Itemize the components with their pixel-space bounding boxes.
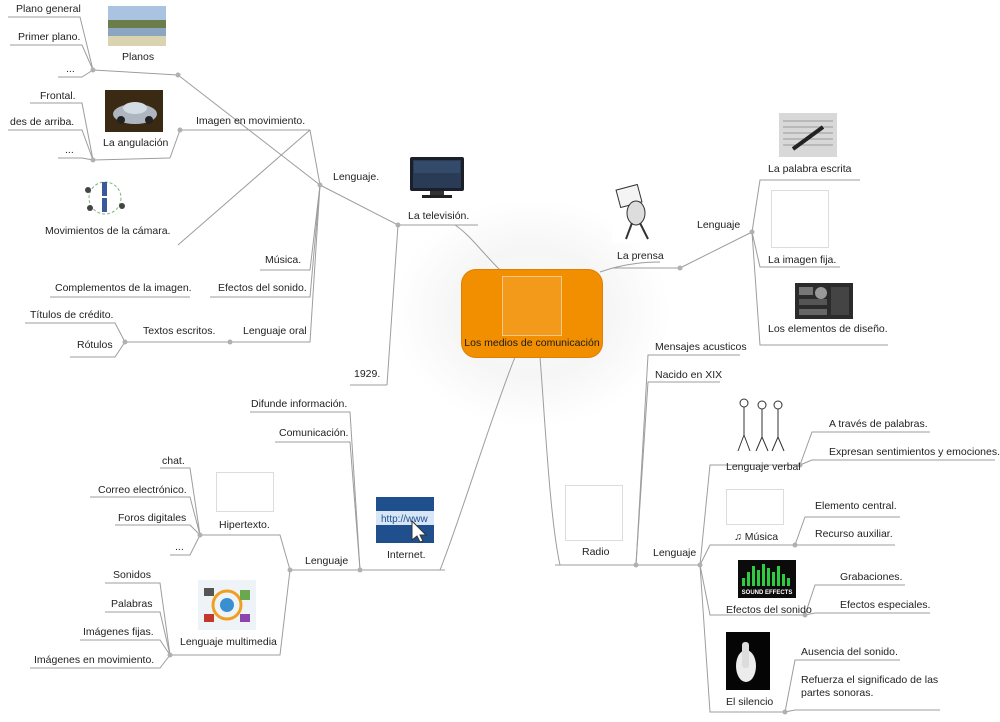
tv-lenguaje-label[interactable]: Lenguaje. [333,171,380,183]
imagenes-fijas-label[interactable]: Imágenes fijas. [83,626,154,638]
angulacion-label[interactable]: La angulación [103,137,169,149]
planos-image [108,6,166,46]
tv-musica-label[interactable]: Música. [265,254,302,266]
radio-musica-label[interactable]: ♫ Música [734,531,779,543]
musica-placeholder [726,489,784,525]
planos-more-label[interactable]: ... [66,63,75,75]
foros-label[interactable]: Foros digitales [118,512,187,524]
pen-writing-image [779,113,837,157]
efectos-especiales-label[interactable]: Efectos especiales. [840,599,931,611]
angulacion-image [105,90,163,132]
television-icon [408,155,466,199]
difunde-label[interactable]: Difunde información. [251,398,348,410]
ausencia-label[interactable]: Ausencia del sonido. [801,646,898,658]
tv-efectos-label[interactable]: Efectos del sonido. [218,282,307,294]
angulacion-more-label[interactable]: ... [65,144,74,156]
rotulos-label[interactable]: Rótulos [77,339,113,351]
recurso-auxiliar-label[interactable]: Recurso auxiliar. [815,528,893,540]
lenguaje-verbal-image [732,395,790,455]
year-label[interactable]: 1929. [354,368,381,380]
planos-label[interactable]: Planos [122,51,155,63]
newspaper-reader-icon [612,183,660,243]
textos-escritos-label[interactable]: Textos escritos. [143,325,216,337]
sonidos-label[interactable]: Sonidos [113,569,151,581]
television-label[interactable]: La televisión. [408,210,470,222]
hipertexto-label[interactable]: Hipertexto. [219,519,270,531]
hipertexto-placeholder [216,472,274,512]
prensa-label[interactable]: La prensa [617,250,664,262]
mensajes-label[interactable]: Mensajes acusticos [655,341,747,353]
design-elements-image [795,283,853,319]
imagen-fija-label[interactable]: La imagen fija. [768,254,837,266]
internet-lenguaje-label[interactable]: Lenguaje [305,555,349,567]
sound-effects-logo-text: SOUND EFFECTS [741,590,793,596]
lenguaje-verbal-label[interactable]: Lenguaje verbal [726,461,801,473]
titulos-credito-label[interactable]: Títulos de crédito. [30,309,114,321]
palabras-label[interactable]: Palabras [111,598,153,610]
radio-efectos-label[interactable]: Efectos del sonido [726,604,812,616]
comunicacion-label[interactable]: Comunicación. [279,427,349,439]
desde-arriba-label[interactable]: des de arriba. [10,116,75,128]
central-node[interactable]: Los medios de comunicación [462,270,602,357]
palabra-escrita-label[interactable]: La palabra escrita [768,163,852,175]
silence-image [726,632,770,690]
prensa-lenguaje-label[interactable]: Lenguaje [697,219,741,231]
central-label: Los medios de comunicación [464,337,600,349]
multimedia-label[interactable]: Lenguaje multimedia [180,636,277,648]
camera-movement-image [76,176,134,220]
multimedia-image [198,580,256,630]
imagenes-movimiento-label[interactable]: Imágenes en movimiento. [34,654,155,666]
svg-text:http://www: http://www [381,514,428,525]
radio-label[interactable]: Radio [582,546,610,558]
diseno-label[interactable]: Los elementos de diseño. [768,323,888,335]
sound-effects-image: SOUND EFFECTS [738,560,796,598]
radio-lenguaje-label[interactable]: Lenguaje [653,547,697,559]
lenguaje-oral-label[interactable]: Lenguaje oral [243,325,307,337]
silencio-label[interactable]: El silencio [726,696,774,708]
expresan-label[interactable]: Expresan sentimientos y emociones. [829,446,1000,458]
imagen-movimiento-label[interactable]: Imagen en movimiento. [196,115,306,127]
radio-placeholder [565,485,623,541]
elemento-central-label[interactable]: Elemento central. [815,500,897,512]
imagen-fija-placeholder [771,190,829,248]
central-image-placeholder [502,276,562,336]
nacido-label[interactable]: Nacido en XIX [655,369,723,381]
internet-label[interactable]: Internet. [387,549,426,561]
movimientos-camara-label[interactable]: Movimientos de la cámara. [45,225,171,237]
frontal-label[interactable]: Frontal. [40,90,76,102]
chat-label[interactable]: chat. [162,455,185,467]
plano-general-label[interactable]: Plano general [16,3,81,15]
correo-label[interactable]: Correo electrónico. [98,484,187,496]
internet-www-image: http://www [376,497,434,543]
a-traves-palabras-label[interactable]: A través de palabras. [829,418,928,430]
hipertexto-more-label[interactable]: ... [175,541,184,553]
refuerza-label[interactable]: Refuerza el significado de las partes so… [801,674,939,699]
complementos-label[interactable]: Complementos de la imagen. [55,282,192,294]
primer-plano-label[interactable]: Primer plano. [18,31,81,43]
grabaciones-label[interactable]: Grabaciones. [840,571,903,583]
